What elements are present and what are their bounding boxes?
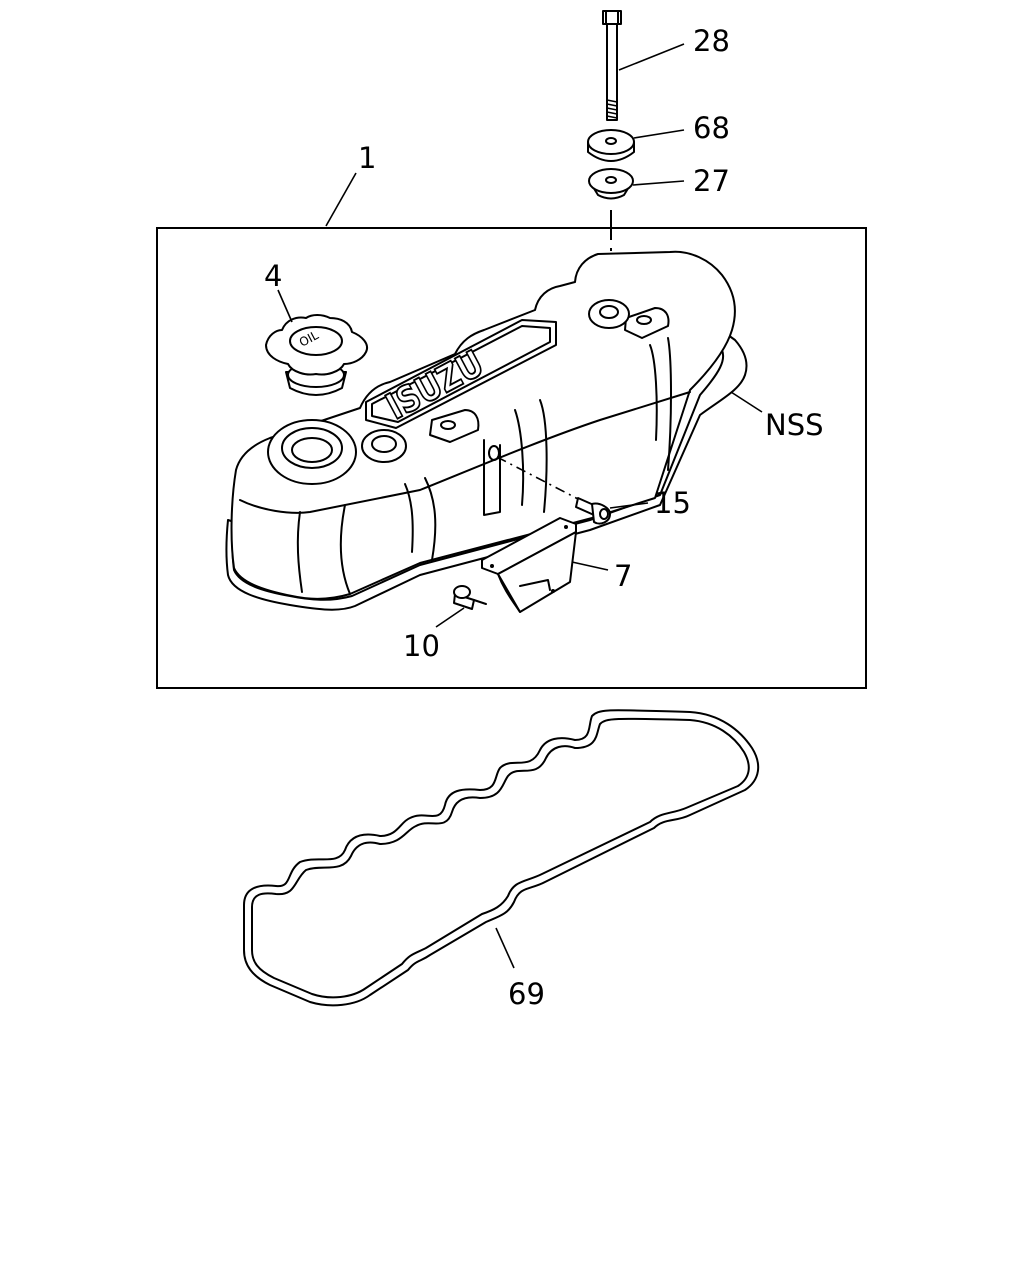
leader-4 bbox=[277, 289, 293, 323]
leader-15 bbox=[609, 502, 649, 509]
stud-bolt-part bbox=[602, 10, 622, 121]
leader-nss bbox=[730, 391, 763, 413]
bracket-part bbox=[481, 517, 577, 613]
bolt-part bbox=[453, 585, 487, 610]
head-cover-part: ISUZU bbox=[225, 250, 748, 611]
rubber-washer-part bbox=[587, 129, 635, 162]
callout-69: 69 bbox=[508, 977, 545, 1011]
screw-axis-line bbox=[496, 456, 581, 501]
callout-27: 27 bbox=[693, 164, 730, 198]
leader-1 bbox=[325, 172, 357, 227]
screw-part bbox=[575, 497, 611, 525]
callout-68: 68 bbox=[693, 111, 730, 145]
callout-15: 15 bbox=[654, 486, 691, 520]
callout-nss: NSS bbox=[765, 408, 824, 442]
callout-10: 10 bbox=[403, 629, 440, 663]
leader-69 bbox=[495, 927, 515, 969]
grommet-part bbox=[588, 168, 634, 200]
callout-28: 28 bbox=[693, 24, 730, 58]
callout-1: 1 bbox=[358, 141, 376, 175]
leader-28 bbox=[618, 43, 685, 71]
gasket-part bbox=[243, 709, 760, 1007]
leader-7 bbox=[571, 561, 609, 571]
leader-27 bbox=[632, 180, 685, 186]
callout-4: 4 bbox=[264, 259, 282, 293]
oil-filler-cap-part: OIL bbox=[265, 314, 368, 396]
leader-10 bbox=[435, 607, 465, 628]
callout-7: 7 bbox=[614, 559, 632, 593]
leader-68 bbox=[633, 129, 685, 139]
assembly-frame bbox=[156, 227, 867, 689]
